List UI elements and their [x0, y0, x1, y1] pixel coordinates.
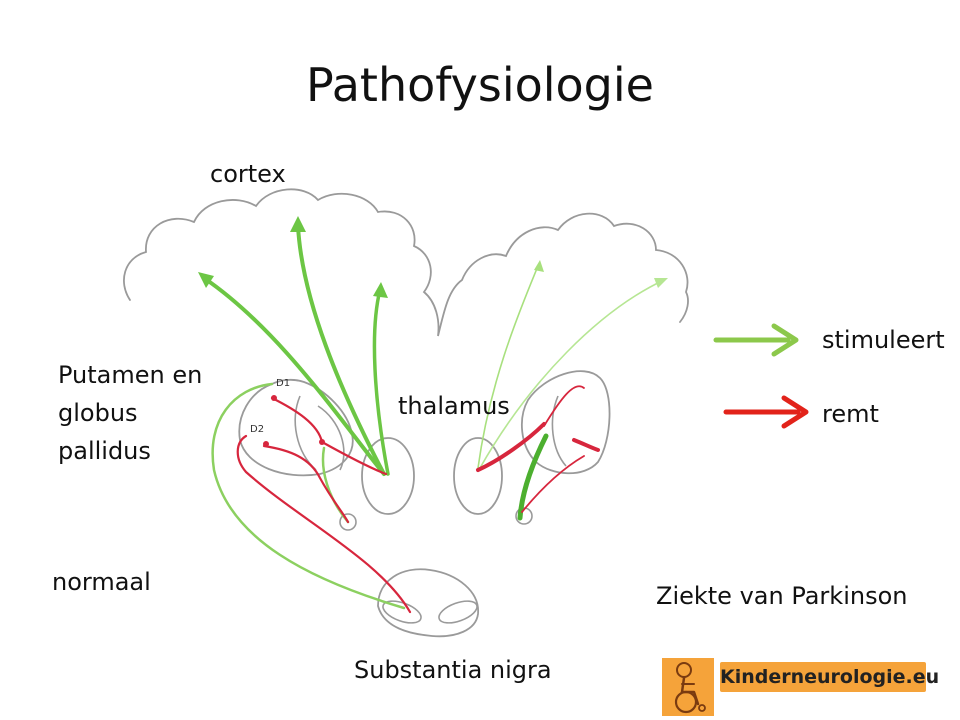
- wheelchair-child-icon: [662, 658, 714, 716]
- thalamus-left: [361, 437, 415, 515]
- pathway-green-right-1: [477, 265, 539, 469]
- arrowhead-green-right-1: [534, 260, 544, 272]
- pathway-red-left-2: [270, 396, 388, 476]
- cortex-label: cortex: [210, 160, 286, 188]
- thalamus-label: thalamus: [398, 392, 510, 420]
- pathway-green-left-3: [372, 288, 390, 476]
- parkinson-label: Ziekte van Parkinson: [656, 582, 908, 610]
- legend-inhibits-label: remt: [822, 400, 879, 428]
- pathway-red-left-3: [262, 444, 350, 524]
- putamen-globus-pallidus-label: Putamen en globus pallidus: [58, 356, 202, 470]
- pathway-green-right-stn: [517, 433, 549, 521]
- normal-label: normaal: [52, 568, 151, 596]
- putamen-left: [238, 378, 354, 477]
- legend-stimulates-label: stimuleert: [822, 326, 945, 354]
- globus-pallidus-right: [551, 395, 567, 467]
- pathway-green-right-2: [479, 279, 665, 469]
- logo-label: Kinderneurologie.eu: [720, 662, 939, 692]
- page-title: Pathofysiologie: [306, 58, 654, 112]
- label-d1: D1: [276, 378, 290, 389]
- substantia-nigra-label: Substantia nigra: [354, 656, 552, 684]
- arrowhead-green-left-2: [290, 216, 306, 232]
- pathway-red-right-4: [521, 455, 585, 513]
- putamen-right: [521, 370, 611, 475]
- cortex-outline: [123, 188, 689, 337]
- label-d2: D2: [250, 424, 264, 435]
- pathway-green-left-sn: [211, 382, 406, 610]
- midbrain-outline: [377, 568, 479, 638]
- arrowhead-green-left-1: [198, 272, 214, 288]
- legend-inhibits-arrow: [723, 395, 809, 429]
- substantia-nigra-right: [438, 600, 478, 624]
- putamen-label-line-2: globus: [58, 399, 138, 427]
- pathway-green-left-1: [202, 276, 386, 476]
- pathway-red-right-2: [543, 385, 585, 427]
- synapse-red-left-2: [263, 441, 269, 447]
- pathway-red-right-3: [572, 438, 600, 452]
- synapse-red-left-3: [319, 439, 325, 445]
- putamen-label-line-1: Putamen en: [58, 361, 203, 389]
- pathway-red-left-1: [236, 434, 412, 614]
- legend-stimulates-arrow: [713, 323, 799, 357]
- arrowhead-green-left-3: [373, 282, 388, 298]
- arrowhead-green-right-2: [654, 278, 668, 288]
- synapse-red-left-1: [271, 395, 277, 401]
- kinderneurologie-logo: [662, 658, 714, 716]
- thalamus-right: [453, 437, 503, 515]
- pathway-red-right-1: [476, 422, 546, 472]
- pathway-green-left-2: [296, 224, 386, 476]
- stn-left: [339, 513, 357, 531]
- putamen-label-line-3: pallidus: [58, 437, 151, 465]
- stn-right: [515, 507, 533, 525]
